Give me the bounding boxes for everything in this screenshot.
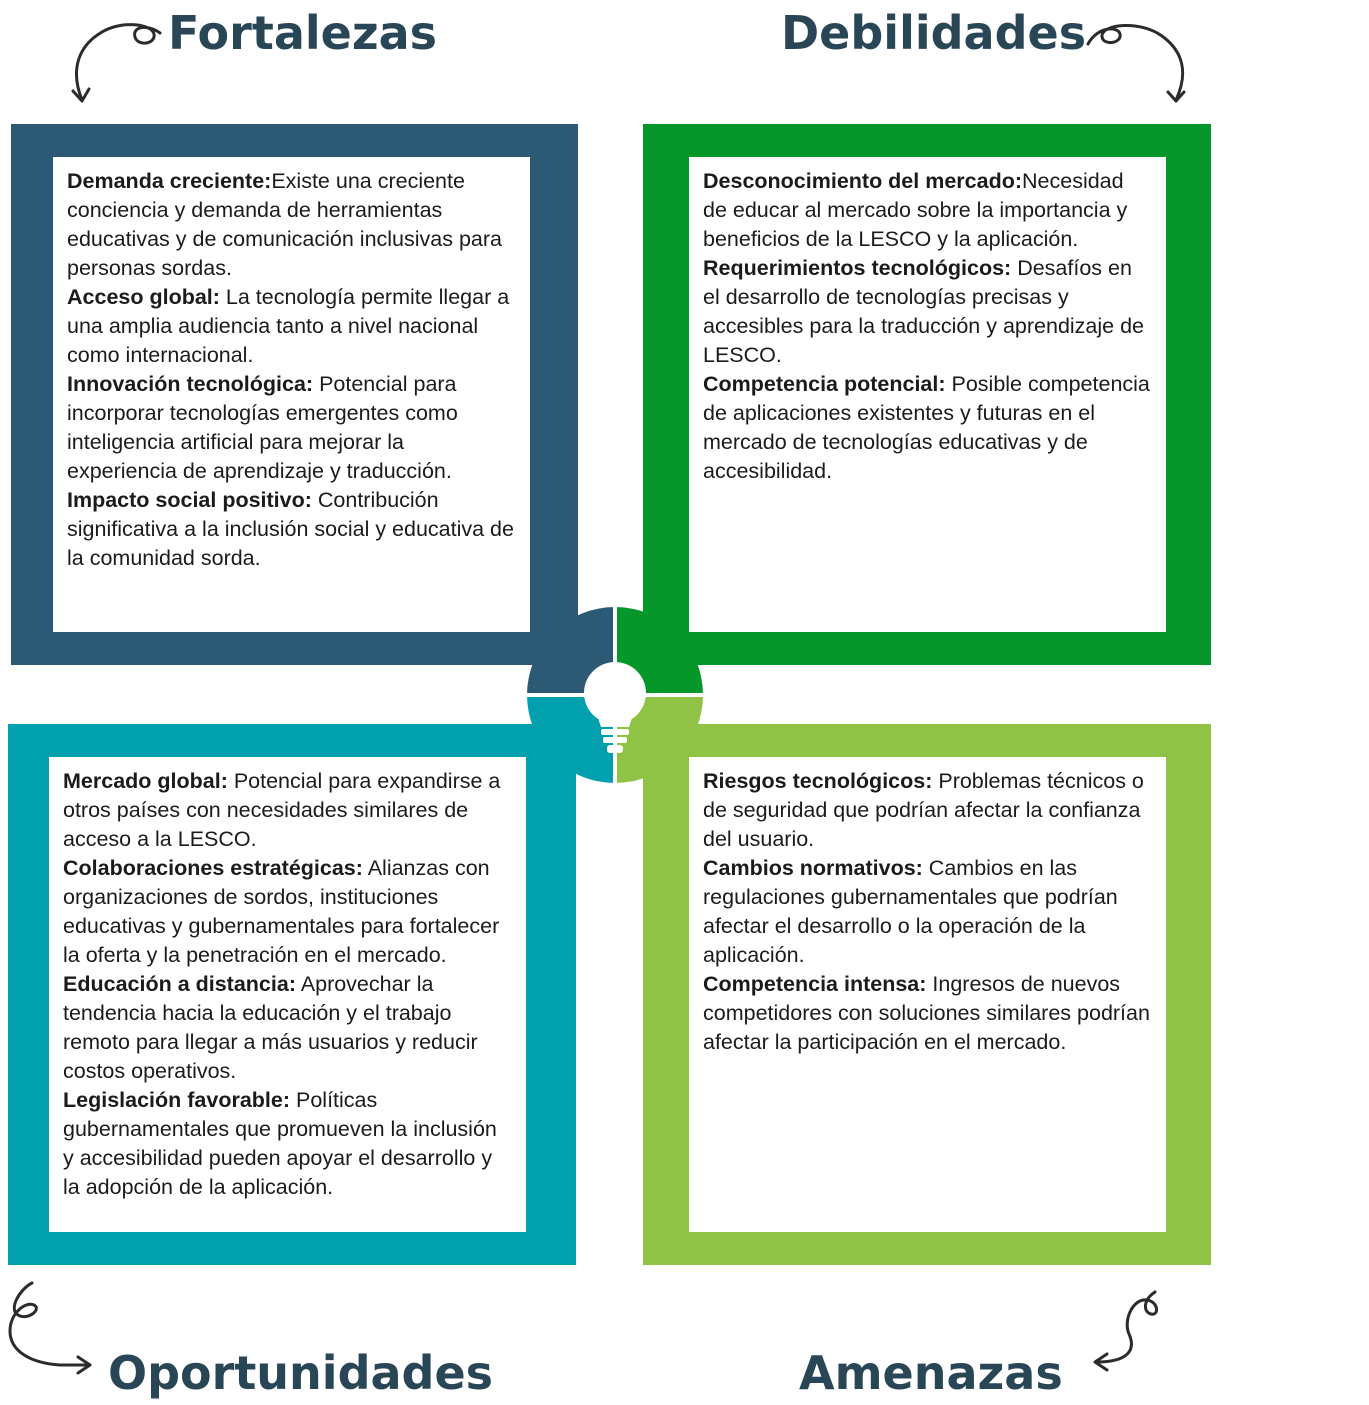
curly-arrow-icon-strengths <box>71 23 162 103</box>
weaknesses-item: Competencia potencial: Posible competenc… <box>703 370 1152 486</box>
opportunities-title: Oportunidades <box>108 1346 494 1400</box>
weaknesses-item: Desconocimiento del mercado:Necesidad de… <box>703 167 1152 254</box>
item-text: Potencial para expandirse a otros países… <box>63 769 501 851</box>
item-label: Acceso global: <box>67 285 220 309</box>
item-text: Existe una creciente conciencia y demand… <box>67 169 503 280</box>
item-label: Competencia intensa: <box>703 972 927 996</box>
strengths-panel: Demanda creciente:Existe una creciente c… <box>53 157 530 632</box>
strengths-item: Impacto social positivo: Contribución si… <box>67 486 516 573</box>
item-text: Problemas técnicos o de seguridad que po… <box>703 769 1144 851</box>
item-text: Aprovechar la tendencia hacia la educaci… <box>63 972 478 1083</box>
item-label: Educación a distancia: <box>63 972 296 996</box>
threats-item: Riesgos tecnológicos: Problemas técnicos… <box>703 767 1152 854</box>
item-label: Legislación favorable: <box>63 1088 291 1112</box>
threats-panel: Riesgos tecnológicos: Problemas técnicos… <box>689 757 1166 1232</box>
item-label: Riesgos tecnológicos: <box>703 769 933 793</box>
item-label: Requerimientos tecnológicos: <box>703 256 1012 280</box>
item-text: Potencial para incorporar tecnologías em… <box>67 372 458 483</box>
item-label: Impacto social positivo: <box>67 488 312 512</box>
item-text: Alianzas con organizaciones de sordos, i… <box>63 856 500 967</box>
curly-arrow-icon-weaknesses <box>1086 23 1186 103</box>
item-label: Competencia potencial: <box>703 372 946 396</box>
item-label: Cambios normativos: <box>703 856 923 880</box>
strengths-item: Acceso global: La tecnología permite lle… <box>67 283 516 370</box>
opportunities-item: Legislación favorable: Políticas guberna… <box>63 1086 512 1202</box>
threats-item: Cambios normativos: Cambios en las regul… <box>703 854 1152 970</box>
curly-arrow-icon-opportunities <box>8 1281 92 1375</box>
item-label: Mercado global: <box>63 769 228 793</box>
item-text: La tecnología permite llegar a una ampli… <box>67 285 510 367</box>
opportunities-item: Colaboraciones estratégicas: Alianzas co… <box>63 854 512 970</box>
item-text: Políticas gubernamentales que promueven … <box>63 1088 497 1199</box>
lightbulb-icon <box>525 605 705 785</box>
weaknesses-title: Debilidades <box>781 6 1087 60</box>
strengths-title: Fortalezas <box>168 6 438 60</box>
item-text: Cambios en las regulaciones gubernamenta… <box>703 856 1118 967</box>
curly-arrow-icon-threats <box>1093 1290 1158 1372</box>
item-label: Colaboraciones estratégicas: <box>63 856 363 880</box>
item-label: Innovación tecnológica: <box>67 372 314 396</box>
item-text: Ingresos de nuevos competidores con solu… <box>703 972 1150 1054</box>
threats-title: Amenazas <box>799 1346 1063 1400</box>
item-text: Contribución significativa a la inclusió… <box>67 488 514 570</box>
item-text: Necesidad de educar al mercado sobre la … <box>703 169 1128 251</box>
item-label: Desconocimiento del mercado: <box>703 169 1022 193</box>
strengths-item: Demanda creciente:Existe una creciente c… <box>67 167 516 283</box>
item-label: Demanda creciente: <box>67 169 272 193</box>
weaknesses-item: Requerimientos tecnológicos: Desafíos en… <box>703 254 1152 370</box>
opportunities-item: Mercado global: Potencial para expandirs… <box>63 767 512 854</box>
opportunities-item: Educación a distancia: Aprovechar la ten… <box>63 970 512 1086</box>
weaknesses-panel: Desconocimiento del mercado:Necesidad de… <box>689 157 1166 632</box>
threats-item: Competencia intensa: Ingresos de nuevos … <box>703 970 1152 1057</box>
item-text: Posible competencia de aplicaciones exis… <box>703 372 1150 483</box>
strengths-item: Innovación tecnológica: Potencial para i… <box>67 370 516 486</box>
item-text: Desafíos en el desarrollo de tecnologías… <box>703 256 1145 367</box>
opportunities-panel: Mercado global: Potencial para expandirs… <box>49 757 526 1232</box>
